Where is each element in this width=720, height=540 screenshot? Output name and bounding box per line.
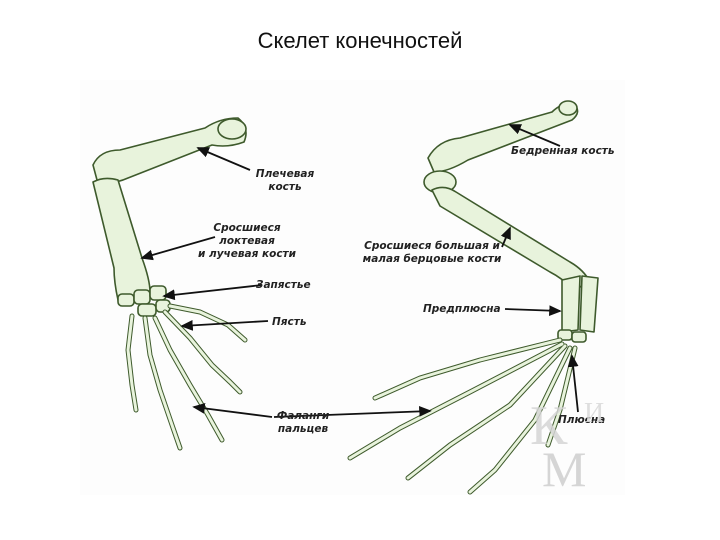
label-humerus-line2: кость xyxy=(268,181,302,193)
page-title: Скелет конечностей xyxy=(257,28,463,53)
label-tibiofibula-line1: Сросшиеся большая и xyxy=(364,240,500,252)
femur-bone xyxy=(427,102,579,173)
arrow-radioulna xyxy=(140,236,216,261)
label-tibiofibula-line2: малая берцовые кости xyxy=(362,253,502,265)
carpal-bone xyxy=(133,289,151,305)
label-phalanges: Фаланги пальцев xyxy=(268,410,338,436)
tibiofibula-bone xyxy=(431,186,591,291)
watermark-letter-m: М xyxy=(542,441,586,488)
label-tibiofibula: Сросшиеся большая и малая берцовые кости xyxy=(358,240,506,266)
logo-watermark: К М И xyxy=(530,395,604,488)
label-carpus: Запястье xyxy=(256,279,311,291)
label-humerus-line1: Плечевая xyxy=(255,168,315,180)
humerus-head xyxy=(217,118,247,140)
label-tarsus: Предплюсна xyxy=(423,303,501,315)
label-radioulna-line2: и лучевая кости xyxy=(197,248,296,260)
label-metatarsus: Плюсна xyxy=(558,414,606,426)
arrow-tibiofibula xyxy=(500,226,511,248)
label-phalanges-line2: пальцев xyxy=(277,423,329,435)
tarsus-bone xyxy=(579,275,599,333)
arrow-phalanges-fore xyxy=(192,403,273,418)
carpal-bone xyxy=(117,293,135,307)
arrow-metatarsus xyxy=(567,354,579,413)
arrow-humerus xyxy=(196,147,251,171)
arrow-metacarpus xyxy=(180,319,269,331)
arrow-tarsus xyxy=(504,305,562,317)
watermark-letter-i: И xyxy=(584,398,604,429)
label-radioulna: Сросшиеся локтевая и лучевая кости xyxy=(186,222,308,261)
watermark-letter-k: К xyxy=(530,395,568,457)
arrow-carpus xyxy=(162,284,263,301)
tarsus-bone xyxy=(561,275,581,333)
carpal-bone xyxy=(149,285,167,301)
tarsal-small xyxy=(571,331,587,343)
arrow-phalanges-hind xyxy=(273,406,432,418)
label-radioulna-line1: Сросшиеся локтевая xyxy=(213,222,281,247)
carpal-bone xyxy=(137,303,157,317)
radioulna-bone xyxy=(92,177,151,301)
arrow-femur xyxy=(508,124,561,147)
femur-head xyxy=(558,100,578,116)
label-metacarpus: Пясть xyxy=(272,316,307,328)
label-phalanges-line1: Фаланги xyxy=(276,410,330,422)
label-femur: Бедренная кость xyxy=(511,145,615,157)
label-humerus: Плечевая кость xyxy=(250,168,320,194)
